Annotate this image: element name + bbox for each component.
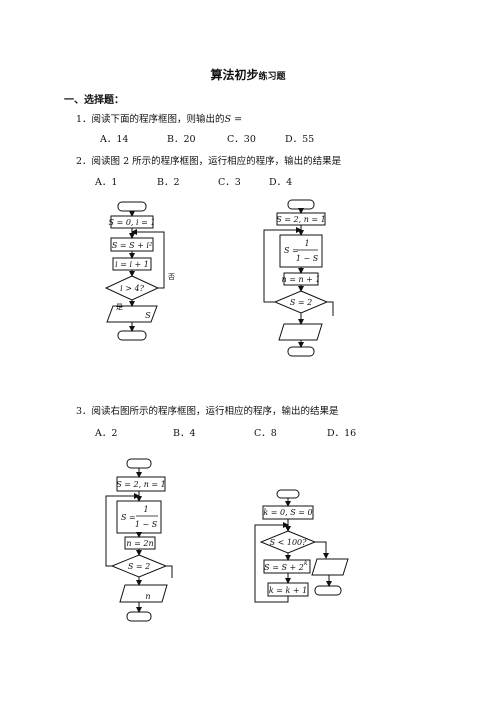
fig4-start-terminal [276,489,300,499]
fig2-frac-bot: 1 − S [296,254,319,263]
fig3-frac-top: 1 [143,505,148,514]
fig4-init-label: k = 0, S = 0 [263,508,312,517]
fig1-output-label: S [145,311,151,320]
flowchart-3 [105,458,173,622]
fig2-end-terminal [287,346,315,357]
q2-option-a: A．1 [95,177,118,188]
fig1-cond-label: i > 4? [120,284,144,293]
question-1: 1．阅读下面的程序框图，则输出的S = [76,111,242,125]
fig4-step2-label: k = k + 1 [269,586,307,595]
q1-option-c: C．30 [227,134,256,145]
fig2-frac-top: 1 [304,239,309,248]
title-sub: 练习题 [258,72,286,82]
fig4-output [311,558,349,576]
fig1-output [106,305,158,323]
fig3-end-terminal [126,611,152,622]
fig2-output [278,323,323,341]
q3-option-b: B．4 [173,428,196,439]
fig3-assign-var: S = [121,513,136,522]
question-1-tail: = [231,114,243,125]
fig1-yes-label: 是 [116,303,123,311]
fig1-end-terminal [117,330,147,341]
fig1-no-label: 否 [168,273,175,281]
question-1-text: 1．阅读下面的程序框图，则输出的 [76,114,225,125]
fig3-frac-bot: 1 − S [135,520,158,529]
fig3-output [119,584,168,603]
title-main: 算法初步 [210,68,259,82]
question-2-text: 2．阅读图 2 所示的程序框图，运行相应的程序，输出的结果是 [76,156,342,167]
fig2-step-label: n = n + 1 [282,275,321,284]
fig3-start-terminal [126,458,152,469]
q1-option-a: A．14 [100,134,129,145]
fig3-init-box [116,476,166,492]
fig2-start-terminal [287,199,315,210]
question-1-var: S [224,114,232,125]
fig3-cond-label: S = 2 [128,562,150,571]
section-heading: 一、选择题： [64,95,124,106]
fig3-output-label: n [145,592,150,601]
flowchart-2 [263,199,334,357]
fig2-init-label: S = 2, n = 1 [276,215,325,224]
q1-option-d: D．55 [285,134,315,145]
q1-option-b: B．20 [167,134,196,145]
flowchart-1 [104,201,165,341]
fig2-assign-var: S = [284,246,299,255]
q2-option-c: C．3 [218,177,241,188]
fig4-cond-label: S < 100? [270,538,308,547]
question-3-text: 3．阅读右图所示的程序框图，运行相应的程序，输出的结果是 [76,406,339,417]
page-title: 算法初步练习题 [0,66,496,83]
fig1-init-label: S = 0, i = 1 [109,218,156,227]
fig1-step2-label: i = i + 1 [115,260,149,269]
q2-option-b: B．2 [157,177,180,188]
fig1-step1-label: S = S + i² [112,241,152,250]
fig4-step1-box [263,559,311,574]
fig4-end-terminal [314,585,342,596]
fig4-step1-label: S = S + 2 [264,563,304,572]
fig3-step-label: n = 2n [126,539,153,548]
q3-option-d: D．16 [327,428,357,439]
q2-option-d: D．4 [269,177,293,188]
fig2-cond-label: S = 2 [290,298,312,307]
q3-option-a: A．2 [95,428,118,439]
q3-option-c: C．8 [254,428,277,439]
fig4-exponent: k [304,560,308,567]
flowchart-4 [254,489,349,603]
fig1-start-terminal [117,201,147,212]
fig3-init-label: S = 2, n = 1 [116,480,165,489]
fig3-step-box [124,536,156,550]
